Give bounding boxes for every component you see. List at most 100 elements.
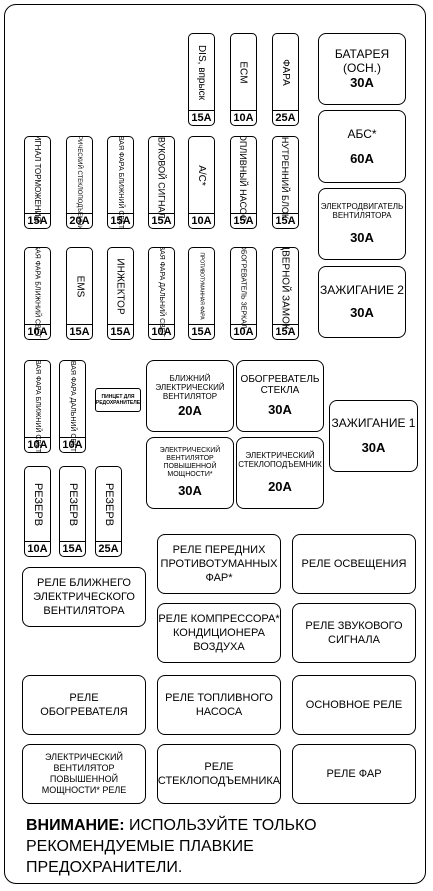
warning-text: ИСПОЛЬЗУЙТЕ ТОЛЬКО РЕКОМЕНДУЕМЫЕ ПЛАВКИЕ…	[26, 817, 317, 876]
fuse-amp: 30A	[350, 305, 374, 320]
fuse-left-low[interactable]: ЛЕВАЯ ФАРА БЛИЖНИЙ СВЕТ 10A	[24, 247, 51, 340]
fuse-right-low[interactable]: ПРАВАЯ ФАРА БЛИЖНИЙ СВЕТ 10A	[24, 360, 51, 453]
relay-fuel-pump[interactable]: РЕЛЕ ТОПЛИВНОГО НАСОСА	[157, 675, 281, 735]
fuse-int-block[interactable]: ВНУТРЕННИЙ БЛОК 15A	[272, 136, 299, 229]
fuse-amp: 15A	[108, 213, 133, 228]
fuse-amp: 10A	[231, 324, 256, 339]
fuse-spare-1[interactable]: РЕЗЕРВ 10A	[24, 466, 51, 557]
fuse-amp: 30A	[178, 483, 202, 498]
fuse-amp: 30A	[268, 402, 292, 417]
fuse-label: DIS, впрыск	[196, 44, 208, 100]
fuse-spare-3[interactable]: РЕЗЕРВ 25A	[95, 466, 122, 557]
fuse-amp: 15A	[273, 324, 298, 339]
fuse-puller[interactable]: ПИНЦЕТ ДЛЯ ПРЕДОХРАНИТЕЛЕЙ	[95, 388, 141, 412]
fuse-amp: 60A	[350, 150, 374, 166]
fuse-window-lift[interactable]: ЭЛЕКТРИЧЕСКИЙ СТЕКЛОПОДЪЕМНИК 20A	[236, 437, 324, 509]
fuse-low-fan[interactable]: БЛИЖНИЙ ЭЛЕКТРИЧЕСКИЙ ВЕНТИЛЯТОР 20A	[146, 360, 234, 432]
fuse-amp: 30A	[361, 440, 386, 455]
fuse-right-high-2[interactable]: ПРАВАЯ ФАРА ДАЛЬНИЙ СВЕТ 10A	[59, 360, 86, 453]
fuse-label: ДВЕРНОЙ ЗАМОК	[280, 247, 291, 330]
fuse-abs[interactable]: АБС* 60A	[318, 110, 406, 183]
relay-main[interactable]: ОСНОВНОЕ РЕЛЕ	[292, 675, 416, 735]
relay-horn[interactable]: РЕЛЕ ЗВУКОВОГО СИГНАЛА	[292, 603, 416, 663]
fuse-amp: 10A	[189, 213, 214, 228]
fuse-amp: 30A	[350, 230, 374, 245]
fuse-fuel-pump[interactable]: ТОПЛИВНЫЙ НАСОС 15A	[230, 136, 257, 229]
fuse-label: РЕЗЕРВ	[103, 482, 115, 526]
fuse-right-high[interactable]: ПРАВАЯ ФАРА БЛИЖНИЙ СВЕТ 15A	[107, 136, 134, 229]
fuse-injector[interactable]: ИНЖЕКТОР 15A	[107, 247, 134, 340]
fuse-label: ЗАЖИГАНИЕ 1	[331, 416, 416, 430]
fuse-puller-label: ПИНЦЕТ ДЛЯ ПРЕДОХРАНИТЕЛЕЙ	[95, 394, 141, 406]
fuse-amp: 20A	[268, 479, 292, 494]
fuse-amp: 10A	[25, 541, 50, 556]
fuse-mirror-heat[interactable]: ОБОГРЕВАТЕЛЬ ЗЕРКАЛ 10A	[230, 247, 257, 340]
fuse-elec-windows[interactable]: ЭЛЕКТРИЧЕСКИЙ СТЕКЛОПОДЪЕМНИК 20A	[66, 136, 93, 229]
fuse-label: ECM	[237, 60, 249, 84]
fuse-label: ЗВУКОВОЙ СИГНАЛ	[156, 136, 167, 219]
fuse-amp: 25A	[273, 110, 298, 125]
fuse-horn[interactable]: ЗВУКОВОЙ СИГНАЛ 15A	[148, 136, 175, 229]
fuse-label: ФАРА	[280, 58, 292, 86]
fuse-amp: 15A	[273, 213, 298, 228]
fuse-label: ЛЕВАЯ ФАРА ДАЛЬНИЙ СВЕТ	[158, 247, 166, 337]
fuse-hi-fan[interactable]: ЭЛЕКТРИЧЕСКИЙ ВЕНТИЛЯТОР ПОВЫШЕННОЙ МОЩН…	[146, 437, 234, 509]
fuse-stop[interactable]: СИГНАЛ ТОРМОЖЕНИЯ 15A	[24, 136, 51, 229]
fuse-amp: 10A	[149, 324, 174, 339]
fuse-label: ОБОГРЕВАТЕЛЬ СТЕКЛА	[240, 374, 320, 396]
fuse-amp: 30A	[350, 75, 374, 90]
fuse-amp: 15A	[67, 324, 92, 339]
relay-window-lift[interactable]: РЕЛЕ СТЕКЛОПОДЪЕМНИКА	[157, 744, 281, 804]
fuse-label: ПРОТИВОТУМАННАЯ ФАРА	[198, 252, 205, 320]
fuse-left-high[interactable]: ЛЕВАЯ ФАРА ДАЛЬНИЙ СВЕТ 10A	[148, 247, 175, 340]
fuse-label: РЕЗЕРВ	[32, 482, 44, 526]
fuse-amp: 15A	[108, 324, 133, 339]
fuse-amp: 20A	[67, 213, 92, 228]
relay-low-fan[interactable]: РЕЛЕ БЛИЖНЕГО ЭЛЕКТРИЧЕСКОГО ВЕНТИЛЯТОРА	[22, 567, 146, 627]
fuse-door-lock[interactable]: ДВЕРНОЙ ЗАМОК 15A	[272, 247, 299, 340]
fuse-label: РЕЗЕРВ	[67, 482, 79, 526]
fuse-label: ТОПЛИВНЫЙ НАСОС	[238, 136, 249, 222]
fuse-ignition-2[interactable]: ЗАЖИГАНИЕ 2 30A	[318, 266, 406, 338]
fuse-box-panel	[4, 4, 426, 884]
fuse-label: ЭЛЕКТРОДВИГАТЕЛЬ ВЕНТИЛЯТОРА	[320, 202, 404, 220]
fuse-fan-motor[interactable]: ЭЛЕКТРОДВИГАТЕЛЬ ВЕНТИЛЯТОРА 30A	[318, 188, 406, 260]
fuse-amp: 15A	[189, 110, 214, 125]
fuse-spare-2[interactable]: РЕЗЕРВ 15A	[59, 466, 86, 557]
relay-lighting[interactable]: РЕЛЕ ОСВЕЩЕНИЯ	[292, 534, 416, 594]
warning-note: ВНИМАНИЕ: ИСПОЛЬЗУЙТЕ ТОЛЬКО РЕКОМЕНДУЕМ…	[26, 815, 406, 878]
fuse-amp: 10A	[25, 324, 50, 339]
fuse-amp: 15A	[60, 541, 85, 556]
relay-ac-compressor[interactable]: РЕЛЕ КОМПРЕССОРА* КОНДИЦИОНЕРА ВОЗДУХА	[157, 603, 281, 663]
fuse-amp: 15A	[25, 213, 50, 228]
fuse-amp: 15A	[149, 213, 174, 228]
fuse-ecm[interactable]: ECM 10A	[230, 33, 257, 126]
relay-hi-fan[interactable]: ЭЛЕКТРИЧЕСКИЙ ВЕНТИЛЯТОР ПОВЫШЕННОЙ МОЩН…	[22, 744, 146, 804]
fuse-label: АБС*	[347, 126, 377, 141]
fuse-amp: 20A	[178, 402, 202, 418]
fuse-ac[interactable]: A/C* 10A	[188, 136, 215, 229]
fuse-amp: 10A	[25, 437, 50, 452]
fuse-label: ЭЛЕКТРИЧЕСКИЙ СТЕКЛОПОДЪЕМНИК	[238, 451, 322, 469]
fuse-fog-front[interactable]: ПРОТИВОТУМАННАЯ ФАРА 15A	[188, 247, 215, 340]
fuse-amp: 25A	[96, 541, 121, 556]
fuse-label: ОБОГРЕВАТЕЛЬ ЗЕРКАЛ	[240, 247, 248, 329]
fuse-amp: 15A	[231, 213, 256, 228]
fuse-label: БЛИЖНИЙ ЭЛЕКТРИЧЕСКИЙ ВЕНТИЛЯТОР	[155, 373, 225, 401]
fuse-glass-heat[interactable]: ОБОГРЕВАТЕЛЬ СТЕКЛА 30A	[236, 360, 324, 432]
relay-front-fog[interactable]: РЕЛЕ ПЕРЕДНИХ ПРОТИВОТУМАННЫХ ФАР*	[157, 534, 281, 594]
relay-heater[interactable]: РЕЛЕ ОБОГРЕВАТЕЛЯ	[22, 675, 146, 735]
relay-headlamps[interactable]: РЕЛЕ ФАР	[292, 744, 416, 804]
fuse-label: ИНЖЕКТОР	[115, 257, 126, 315]
fuse-amp: 15A	[189, 324, 214, 339]
fuse-label: ВНУТРЕННИЙ БЛОК	[280, 136, 291, 220]
fuse-label: A/C*	[196, 164, 207, 186]
fuse-fara[interactable]: ФАРА 25A	[272, 33, 299, 126]
fuse-dis[interactable]: DIS, впрыск 15A	[188, 33, 215, 126]
fuse-label: ЗАЖИГАНИЕ 2	[320, 283, 404, 297]
fuse-label: СИГНАЛ ТОРМОЖЕНИЯ	[33, 136, 43, 222]
fuse-battery[interactable]: БАТАРЕЯ (ОСН.) 30A	[318, 33, 406, 105]
fuse-ignition-1[interactable]: ЗАЖИГАНИЕ 1 30A	[329, 400, 418, 472]
fuse-ems[interactable]: EMS 15A	[66, 247, 93, 340]
warning-label: ВНИМАНИЕ:	[26, 817, 125, 834]
